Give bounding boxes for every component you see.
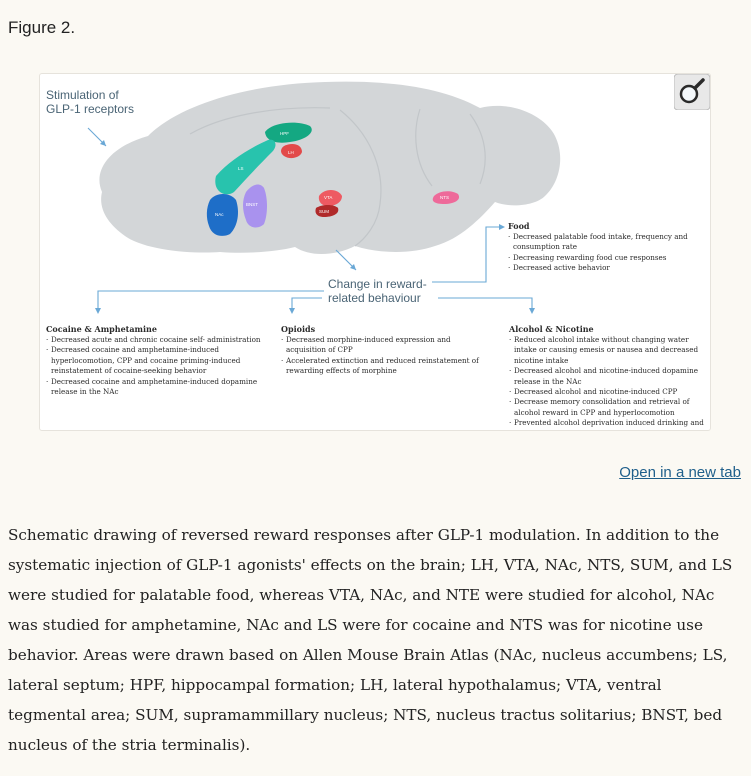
open-in-new-tab-link[interactable]: Open in a new tab	[619, 464, 741, 481]
list-item: Decreased palatable food intake, frequen…	[508, 232, 708, 253]
region-sum	[315, 205, 339, 217]
change-label: Change in reward- related behaviour	[328, 277, 427, 305]
panel-food-title: Food	[508, 221, 530, 231]
zoom-button[interactable]	[674, 74, 710, 110]
region-label-bnst: BNST	[246, 202, 258, 207]
region-ls	[215, 139, 276, 195]
list-item: Decreased morphine-induced expression an…	[281, 335, 481, 356]
region-vta	[318, 190, 342, 206]
cocaine-connector	[97, 290, 324, 309]
region-label-hpf: HPF	[280, 131, 289, 136]
list-item: Decreased cocaine and amphetamine-induce…	[46, 345, 266, 376]
region-label-sum: SUM	[319, 209, 329, 214]
panel-alcohol: Alcohol & Nicotine Reduced alcohol intak…	[509, 324, 709, 430]
list-item: Reduced alcohol intake without changing …	[509, 335, 709, 366]
region-bnst	[243, 184, 267, 228]
panel-alcohol-title: Alcohol & Nicotine	[509, 324, 594, 334]
figure-title: Figure 2.	[8, 18, 76, 37]
list-item: Decreased acute and chronic cocaine self…	[46, 335, 266, 346]
region-hpf	[265, 122, 312, 143]
region-label-vta: VTA	[324, 195, 332, 200]
list-item: Decreased alcohol and nicotine-induced d…	[509, 366, 709, 387]
food-connector	[432, 226, 500, 283]
panel-opioids: Opioids Decreased morphine-induced expre…	[281, 324, 481, 377]
panel-opioids-title: Opioids	[281, 324, 316, 334]
figure-image[interactable]: HPF LH LS BNST NAc VTA SUM NTS	[39, 73, 711, 431]
list-item: Decreased cocaine and amphetamine-induce…	[46, 377, 266, 398]
list-item: Decrease memory consolidation and retrie…	[509, 397, 709, 418]
list-item: Prevented alcohol deprivation induced dr…	[509, 418, 709, 430]
region-lh	[281, 144, 302, 159]
panel-food: Food Decreased palatable food intake, fr…	[508, 221, 708, 274]
magnifier-icon	[674, 74, 710, 110]
list-item: Decreased alcohol and nicotine-induced C…	[509, 387, 709, 398]
panel-cocaine-title: Cocaine & Amphetamine	[46, 324, 157, 334]
figure-caption: Schematic drawing of reversed reward res…	[8, 526, 733, 754]
list-item: Decreasing rewarding food cue responses	[508, 253, 708, 264]
region-nac	[206, 194, 238, 236]
region-label-ls: LS	[238, 166, 244, 171]
region-label-nts: NTS	[440, 195, 449, 200]
list-item: Accelerated extinction and reduced reins…	[281, 356, 481, 377]
region-label-nac: NAc	[215, 212, 224, 217]
list-item: Decreased active behavior	[508, 263, 708, 274]
brain-diagram: HPF LH LS BNST NAc VTA SUM NTS	[87, 81, 561, 314]
alcohol-connector	[438, 297, 533, 309]
panel-cocaine: Cocaine & Amphetamine Decreased acute an…	[46, 324, 266, 397]
region-nts	[432, 191, 460, 204]
region-label-lh: LH	[288, 150, 294, 155]
stimulation-label: Stimulation of GLP-1 receptors	[46, 88, 135, 116]
opioids-connector	[291, 297, 322, 309]
